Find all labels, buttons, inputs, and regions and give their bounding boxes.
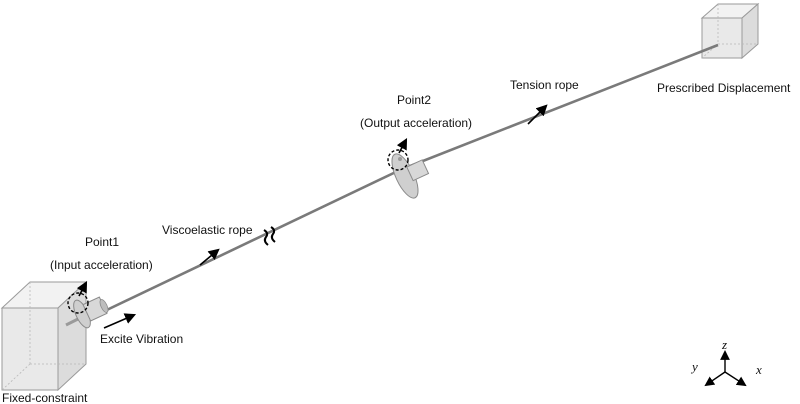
input-disk: [73, 296, 109, 329]
excite-vibration-label: Excite Vibration: [100, 332, 183, 346]
excite-vibration-arrow: [103, 313, 137, 329]
wavy-break-icon: [263, 226, 276, 246]
axis-y-label: y: [690, 359, 698, 374]
point2-acceleration-arrow: [396, 138, 408, 154]
point1-acceleration-arrow: [76, 281, 88, 297]
viscoelastic-rope-line: [89, 168, 401, 320]
fixed-constraint-box: [0, 280, 88, 392]
prescribed-displacement-label: Prescribed Displacement: [657, 81, 791, 95]
point2-label: Point2: [397, 93, 431, 107]
viscoelastic-pointer-arrow: [199, 248, 220, 266]
coordinate-axes: z y x: [690, 337, 762, 387]
point1-sublabel: (Input acceleration): [50, 258, 153, 272]
tension-rope-label: Tension rope: [510, 78, 579, 92]
tension-rope-line: [399, 43, 719, 172]
point2-sublabel: (Output acceleration): [360, 116, 472, 130]
axis-x-label: x: [755, 362, 762, 377]
prescribed-displacement-box: [700, 2, 760, 60]
axis-z-label: z: [721, 337, 727, 352]
viscoelastic-rope-label: Viscoelastic rope: [162, 223, 253, 237]
output-disk: [391, 153, 430, 199]
point1-label: Point1: [85, 235, 119, 249]
fixed-constraint-label: Fixed-constraint: [2, 391, 88, 404]
tension-pointer-arrow: [527, 104, 548, 125]
